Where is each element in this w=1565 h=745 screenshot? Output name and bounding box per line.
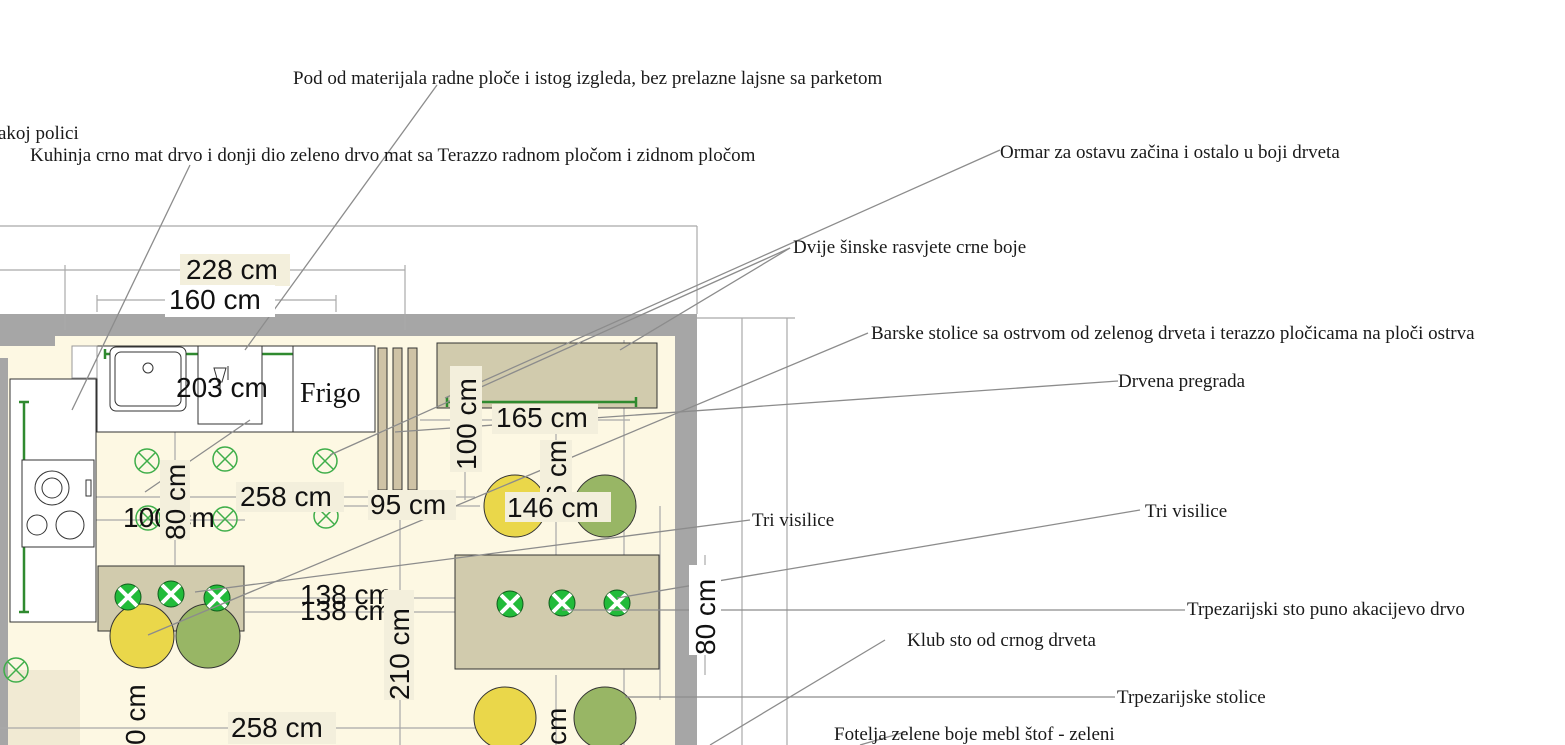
dimension-228: 228 cm bbox=[186, 254, 278, 285]
annotation-dining-table: Trpezarijski sto puno akacijevo drvo bbox=[1187, 599, 1465, 620]
leader-lines bbox=[71, 84, 1185, 745]
dimension-80-right: 80 cm bbox=[690, 579, 721, 655]
bar-stool-green bbox=[175, 603, 241, 669]
dishwasher bbox=[197, 345, 263, 425]
dimension-138-a: 138 cm bbox=[300, 579, 392, 610]
dimension-146: 146 cm bbox=[507, 492, 599, 523]
sink bbox=[109, 346, 187, 412]
annotation-shelf: akoj polici bbox=[0, 123, 79, 144]
dimension-95: 95 cm bbox=[370, 489, 446, 520]
dimension-partial-left: 0 cm bbox=[120, 684, 151, 745]
dimension-258-bottom: 258 cm bbox=[231, 712, 323, 743]
annotation-partition: Drvena pregrada bbox=[1118, 371, 1246, 392]
annotation-pendants-1: Tri visilice bbox=[752, 510, 834, 531]
annotation-rail-lights: Dvije šinske rasvjete crne boje bbox=[793, 237, 1026, 258]
dimension-138-b: 138 cm bbox=[300, 595, 392, 626]
cooktop bbox=[21, 459, 95, 548]
annotation-club-table: Klub sto od crnog drveta bbox=[907, 630, 1096, 651]
dimension-partial-mid: cm bbox=[541, 708, 572, 745]
dimension-160: 160 cm bbox=[169, 284, 261, 315]
annotation-cabinet: Ormar za ostavu začina i ostalo u boji d… bbox=[1000, 142, 1340, 163]
ceiling-spot-lights bbox=[3, 446, 339, 683]
dining-chair-yellow bbox=[473, 686, 537, 745]
annotations: Pod od materijala radne ploče i istog iz… bbox=[0, 68, 1475, 745]
annotation-floor: Pod od materijala radne ploče i istog iz… bbox=[293, 68, 883, 89]
bar-stool-yellow bbox=[109, 603, 175, 669]
dimension-258-top: 258 cm bbox=[240, 481, 332, 512]
dining-chair-green bbox=[573, 686, 637, 745]
dimension-labels: 228 cm 160 cm 203 cm 165 cm 100 cm 96 cm… bbox=[120, 254, 721, 745]
dimension-100-vertical: 100 cm bbox=[451, 378, 482, 470]
dimension-80-left: 80 cm bbox=[160, 464, 191, 540]
annotation-dining-chairs: Trpezarijske stolice bbox=[1117, 687, 1266, 708]
annotation-kitchen: Kuhinja crno mat drvo i donji dio zeleno… bbox=[30, 145, 756, 166]
annotation-pendants-2: Tri visilice bbox=[1145, 501, 1227, 522]
fridge-label: Frigo bbox=[300, 378, 361, 409]
dimension-210: 210 cm bbox=[384, 608, 415, 700]
annotation-bar-stools: Barske stolice sa ostrvom od zelenog drv… bbox=[871, 323, 1475, 344]
annotation-armchair: Fotelja zelene boje mebl štof - zeleni bbox=[834, 724, 1115, 745]
dimension-165: 165 cm bbox=[496, 402, 588, 433]
fridge: Frigo bbox=[292, 345, 376, 433]
dimension-203: 203 cm bbox=[176, 372, 268, 403]
